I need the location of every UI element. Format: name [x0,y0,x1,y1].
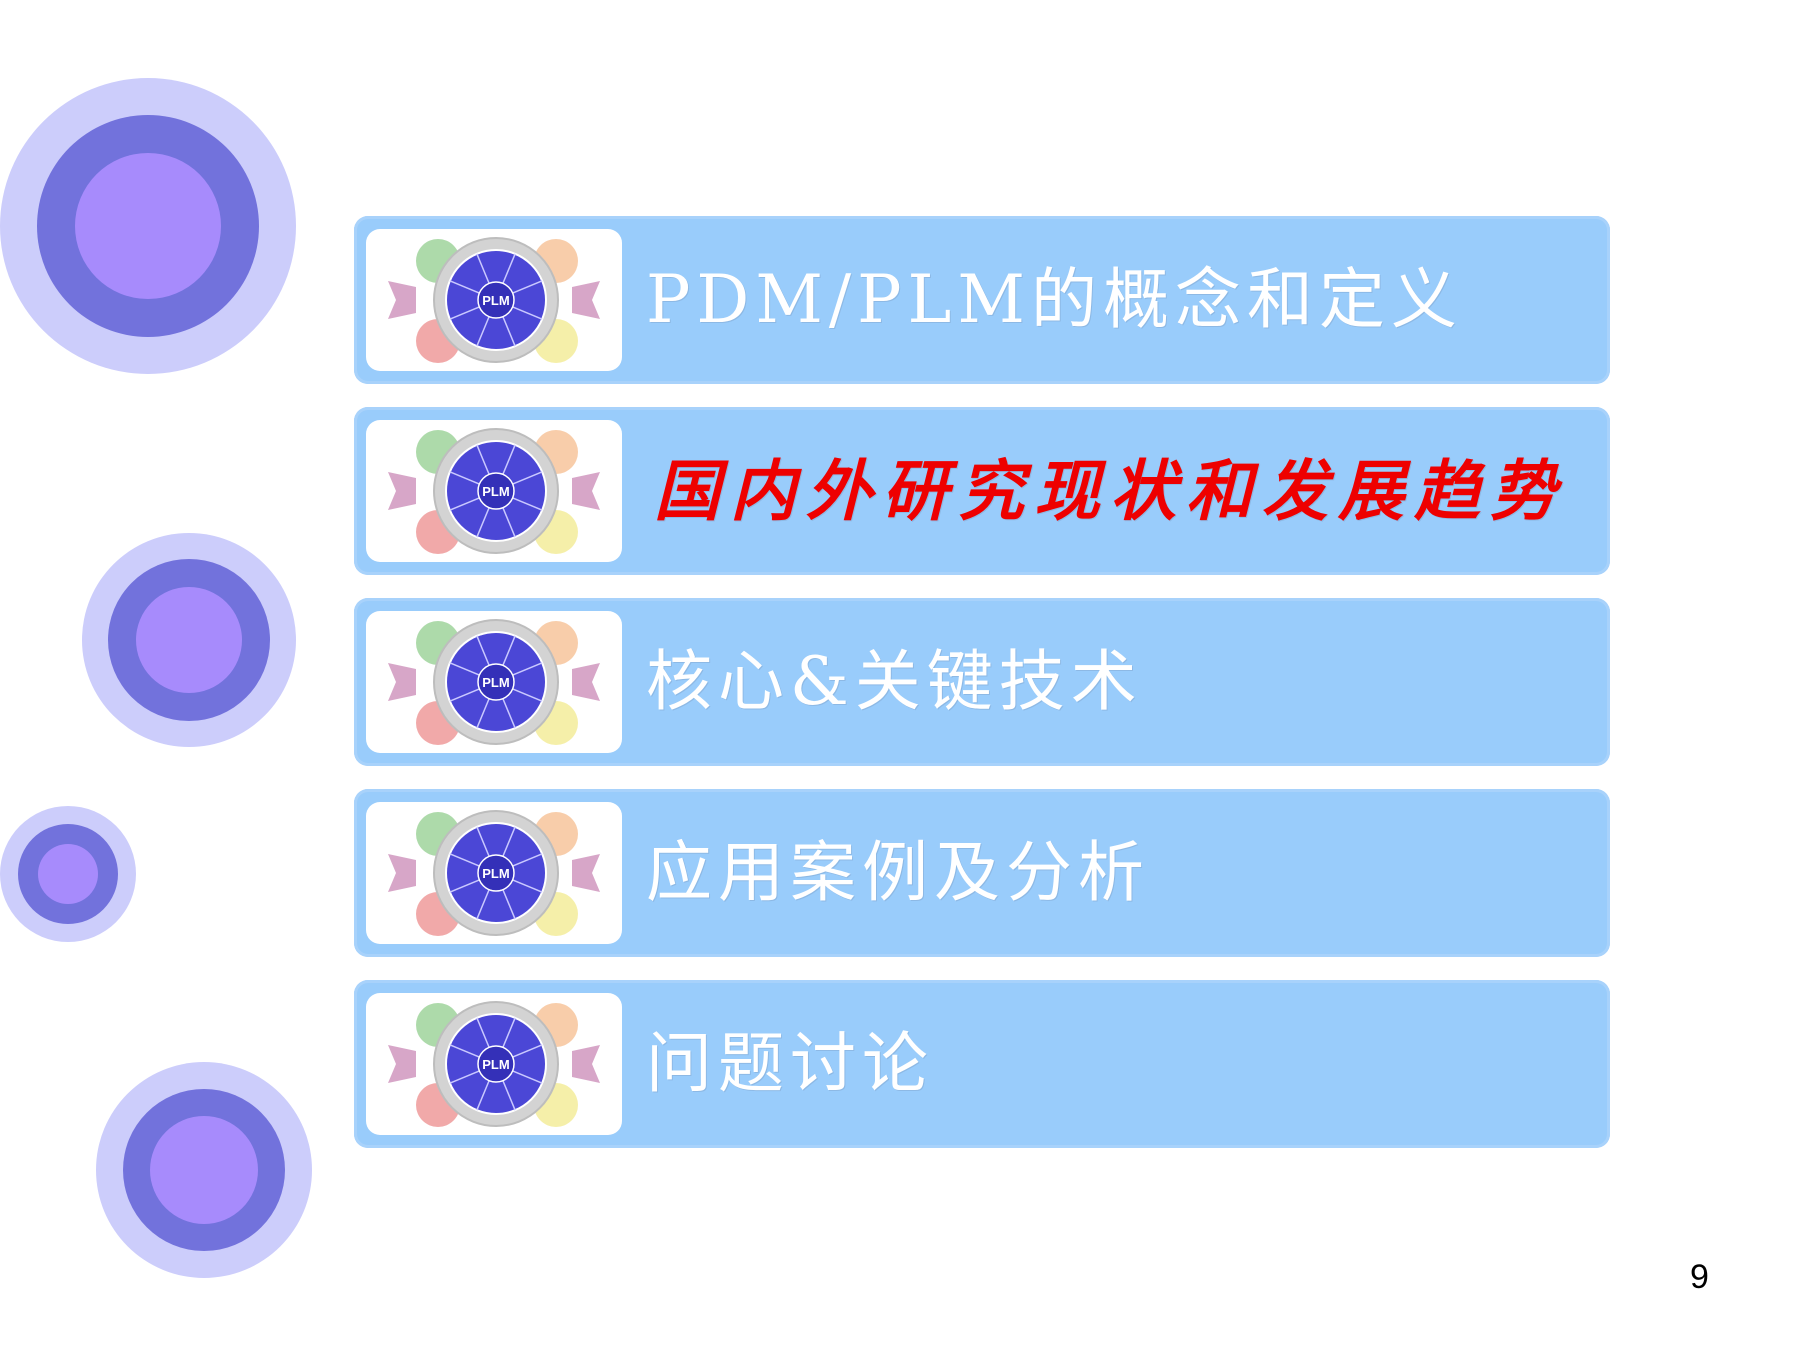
wheel-segment-line [476,826,490,857]
wheel-segment-line [512,497,543,511]
wheel-segment-line [449,879,480,893]
agenda-item-label: 问题讨论 [646,1025,934,1102]
wheel-segment-line [512,879,543,893]
decorative-circle-3-inner [38,844,98,904]
plm-wheel-graphic: PLM [388,237,600,363]
decorative-circle-2-inner [136,587,242,693]
wheel-segment-line [476,889,490,920]
agenda-item[interactable]: PLM PDM/PLM的概念和定义 [354,216,1610,384]
wheel-arrow-left [388,663,416,701]
wheel-segment-line [502,316,516,347]
wheel-segment-line [476,316,490,347]
wheel-segment-line [512,853,543,867]
agenda-item-label: PDM/PLM的概念和定义 [646,261,1463,338]
wheel-hub [477,472,515,510]
wheel-segment-line [449,280,480,294]
wheel-arrow-right [572,663,600,701]
decorative-circle-1-inner [75,153,221,299]
plm-lifecycle-diagram-icon: PLM [366,229,622,371]
plm-wheel-graphic: PLM [388,619,600,745]
wheel-center-label: PLM [482,866,509,881]
wheel-segment-line [502,826,516,857]
wheel-segment-line [449,853,480,867]
wheel-arrow-right [572,472,600,510]
wheel-hub [477,663,515,701]
agenda-item[interactable]: PLM 核心&关键技术 [354,598,1610,766]
wheel-segment-line [449,1070,480,1084]
agenda-list: PLM PDM/PLM的概念和定义 PLM 国内外研究现状和发展趋势 PLM 核… [354,216,1610,1171]
wheel-segment-line [512,1044,543,1058]
wheel-segment-line [476,444,490,475]
plm-wheel-graphic: PLM [388,810,600,936]
wheel-arrow-left [388,281,416,319]
plm-lifecycle-diagram-icon: PLM [366,611,622,753]
agenda-item-label: 核心&关键技术 [646,643,1143,720]
wheel-segment-line [512,280,543,294]
plm-wheel-graphic: PLM [388,1001,600,1127]
wheel-segment-line [476,1080,490,1111]
agenda-item-current[interactable]: PLM 国内外研究现状和发展趋势 [354,407,1610,575]
wheel-center-label: PLM [482,484,509,499]
wheel-center-label: PLM [482,675,509,690]
wheel-center-label: PLM [482,1057,509,1072]
wheel-segment-line [502,698,516,729]
wheel-arrow-left [388,472,416,510]
wheel-center-label: PLM [482,293,509,308]
decorative-circle-4-inner [150,1116,258,1224]
wheel-arrow-left [388,1045,416,1083]
wheel-segment-line [502,253,516,284]
wheel-segment-line [502,1080,516,1111]
wheel-segment-line [502,444,516,475]
agenda-item-label: 国内外研究现状和发展趋势 [654,452,1566,530]
wheel-segment-line [476,635,490,666]
page-number: 9 [1690,1258,1709,1296]
wheel-segment-line [512,471,543,485]
plm-lifecycle-diagram-icon: PLM [366,802,622,944]
wheel-segment-line [502,507,516,538]
wheel-hub [477,854,515,892]
wheel-segment-line [512,662,543,676]
wheel-arrow-right [572,854,600,892]
wheel-hub [477,1045,515,1083]
wheel-segment-line [449,497,480,511]
wheel-segment-line [512,306,543,320]
plm-lifecycle-diagram-icon: PLM [366,993,622,1135]
wheel-segment-line [512,1070,543,1084]
agenda-item[interactable]: PLM 问题讨论 [354,980,1610,1148]
agenda-item-label: 应用案例及分析 [646,834,1150,911]
agenda-item[interactable]: PLM 应用案例及分析 [354,789,1610,957]
wheel-segment-line [449,662,480,676]
wheel-segment-line [512,688,543,702]
wheel-segment-line [476,698,490,729]
wheel-segment-line [476,253,490,284]
wheel-segment-line [476,1017,490,1048]
wheel-segment-line [449,688,480,702]
wheel-segment-line [449,1044,480,1058]
wheel-segment-line [502,1017,516,1048]
wheel-segment-line [449,471,480,485]
wheel-segment-line [502,635,516,666]
plm-wheel-graphic: PLM [388,428,600,554]
wheel-segment-line [476,507,490,538]
wheel-arrow-right [572,281,600,319]
plm-lifecycle-diagram-icon: PLM [366,420,622,562]
wheel-segment-line [449,306,480,320]
wheel-segment-line [502,889,516,920]
wheel-arrow-left [388,854,416,892]
wheel-arrow-right [572,1045,600,1083]
wheel-hub [477,281,515,319]
